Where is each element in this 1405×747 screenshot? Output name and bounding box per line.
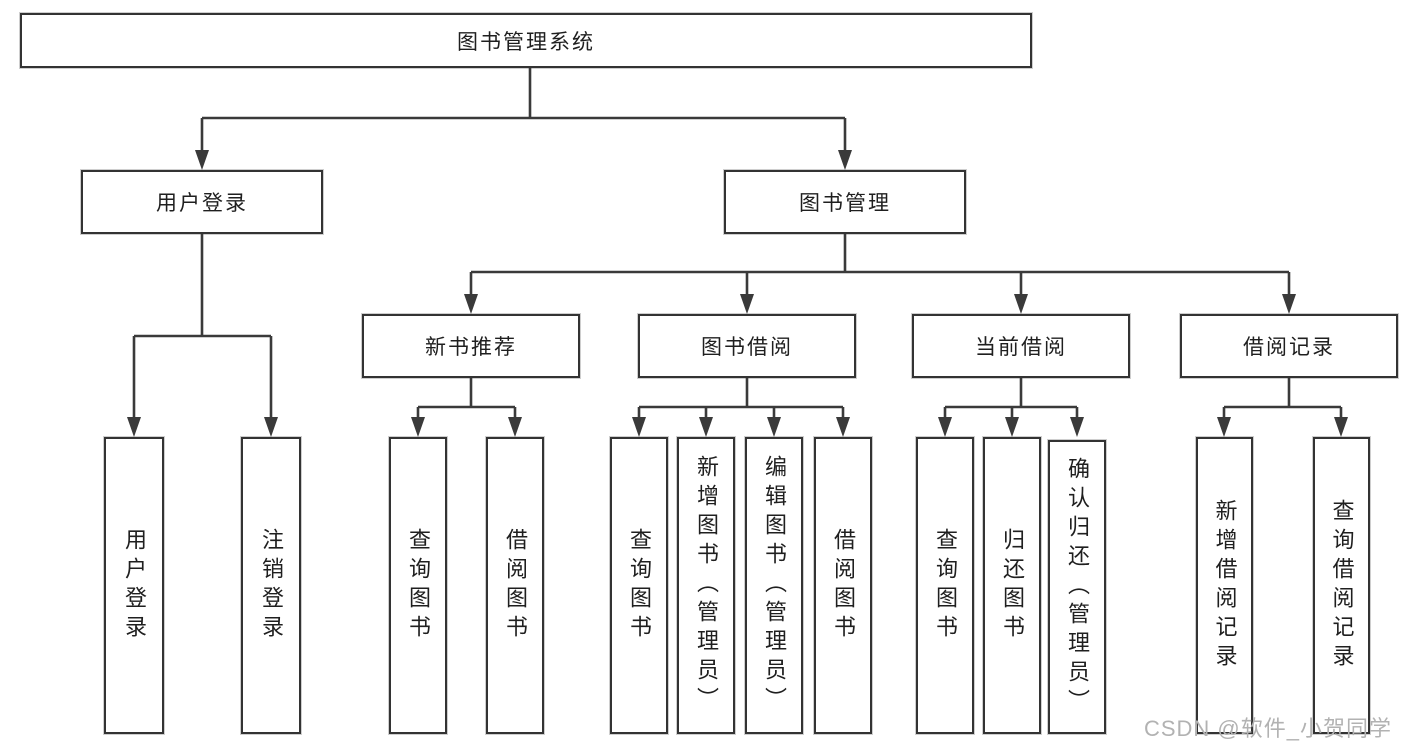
- leaf-query-borrow-record: 查询借阅记录: [1313, 437, 1370, 734]
- node-book-management: 图书管理: [724, 170, 966, 234]
- leaf-edit-books-admin: 编辑图书（管理员）: [745, 437, 803, 734]
- arrowhead-down-icon: [464, 294, 478, 314]
- leaf-query-books-borrow: 查询图书: [610, 437, 668, 734]
- node-borrow-records: 借阅记录: [1180, 314, 1398, 378]
- leaf-borrow-books: 借阅图书: [814, 437, 872, 734]
- connector-new-book-to-children: [416, 378, 517, 420]
- connector-root-to-level2: [200, 68, 847, 153]
- leaf-add-books-admin: 新增图书（管理员）: [677, 437, 735, 734]
- arrowhead-down-icon: [1005, 417, 1019, 437]
- node-user-login: 用户登录: [81, 170, 323, 234]
- arrowhead-down-icon: [127, 417, 141, 437]
- arrowhead-down-icon: [740, 294, 754, 314]
- leaf-confirm-return-admin: 确认归还（管理员）: [1048, 440, 1106, 734]
- csdn-watermark: CSDN @软件_小贺同学: [1143, 716, 1392, 741]
- arrowhead-down-icon: [1014, 294, 1028, 314]
- connector-current-borrow-to-children: [943, 378, 1079, 420]
- connector-user-login-to-children: [132, 234, 273, 420]
- arrowhead-down-icon: [1217, 417, 1231, 437]
- leaf-query-books-recommend: 查询图书: [389, 437, 447, 734]
- arrowhead-down-icon: [938, 417, 952, 437]
- leaf-borrow-books-recommend: 借阅图书: [486, 437, 544, 734]
- leaf-user-login: 用户登录: [104, 437, 164, 734]
- arrowhead-down-icon: [838, 150, 852, 170]
- node-current-borrow: 当前借阅: [912, 314, 1130, 378]
- connector-borrow-records-to-children: [1222, 378, 1343, 420]
- leaf-query-books-current: 查询图书: [916, 437, 974, 734]
- leaf-add-borrow-record: 新增借阅记录: [1196, 437, 1253, 734]
- node-book-borrow: 图书借阅: [638, 314, 856, 378]
- arrowhead-down-icon: [632, 417, 646, 437]
- arrowhead-down-icon: [1334, 417, 1348, 437]
- arrowhead-down-icon: [767, 417, 781, 437]
- arrowhead-down-icon: [508, 417, 522, 437]
- arrowhead-down-icon: [1282, 294, 1296, 314]
- arrowhead-down-icon: [1070, 417, 1084, 437]
- arrowhead-down-icon: [411, 417, 425, 437]
- leaf-logout: 注销登录: [241, 437, 301, 734]
- arrowhead-down-icon: [836, 417, 850, 437]
- node-new-book-recommend: 新书推荐: [362, 314, 580, 378]
- leaf-return-books: 归还图书: [983, 437, 1041, 734]
- node-root: 图书管理系统: [20, 13, 1032, 68]
- arrowhead-down-icon: [195, 150, 209, 170]
- arrowhead-down-icon: [264, 417, 278, 437]
- arrowhead-down-icon: [699, 417, 713, 437]
- connector-book-borrow-to-children: [637, 378, 845, 420]
- connector-book-management-to-level3: [469, 234, 1291, 297]
